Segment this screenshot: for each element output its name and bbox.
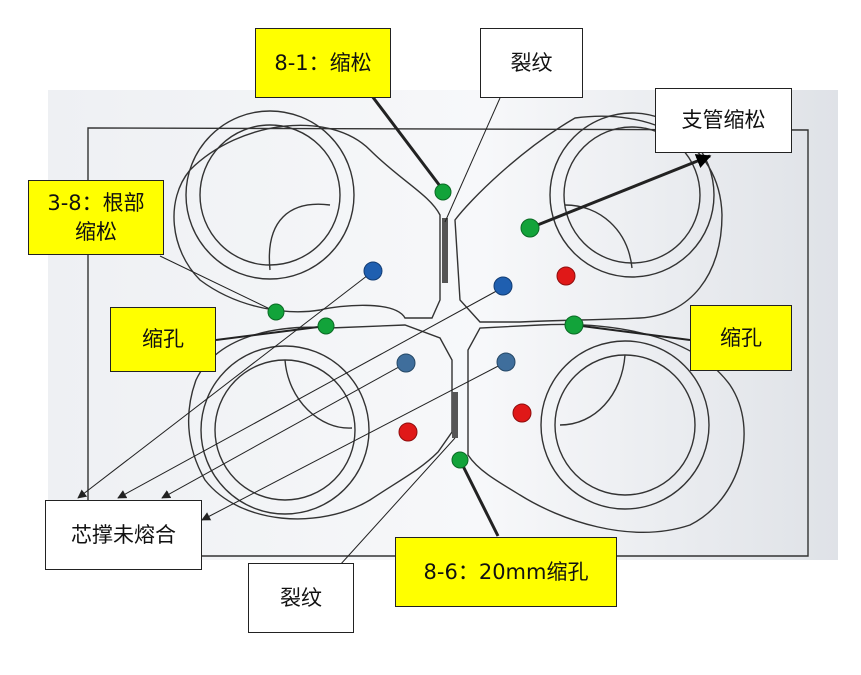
marker-red [556, 266, 576, 286]
leader-lines [77, 95, 712, 566]
leader-core-3 [161, 362, 407, 499]
leader-8-1 [370, 95, 445, 191]
label-crack-bottom-text: 裂纹 [280, 585, 322, 610]
leader-crack-top [444, 97, 501, 223]
label-8-1-text: 8-1：缩松 [274, 50, 372, 75]
marker-blue [493, 276, 513, 296]
marker-green [434, 183, 452, 201]
label-core-support-unfused: 芯撑未熔合 [45, 500, 202, 570]
leader-shrink-right [573, 324, 691, 341]
label-8-1-shrink: 8-1：缩松 [255, 28, 391, 98]
leader-core-2 [117, 287, 503, 499]
marker-green [564, 315, 584, 335]
marker-blue [496, 352, 516, 372]
marker-green [267, 303, 285, 321]
red-markers [398, 266, 576, 442]
leader-root-shrink [159, 255, 275, 312]
leader-core-4 [201, 361, 507, 521]
label-crack-top: 裂纹 [480, 28, 583, 98]
label-crack-bottom: 裂纹 [248, 563, 354, 633]
label-8-6-shrink-hole: 8-6：20mm缩孔 [395, 537, 617, 607]
label-8-6-text: 8-6：20mm缩孔 [423, 559, 589, 584]
marker-blue [363, 261, 383, 281]
label-branch-shrink-text: 支管缩松 [681, 108, 766, 133]
label-root-shrink: 3-8：根部 缩松 [28, 180, 164, 255]
marker-green [317, 317, 335, 335]
crack-mark-upper [442, 218, 448, 283]
leader-shrink-left [215, 325, 327, 341]
leader-8-6 [459, 461, 500, 537]
label-core-support-text: 芯撑未熔合 [71, 522, 176, 547]
label-shrink-hole-right-text: 缩孔 [720, 325, 762, 350]
marker-red [512, 403, 532, 423]
plate-outline [87, 127, 809, 557]
leader-branch-shrink [529, 154, 712, 230]
crack-mark-lower [452, 392, 458, 438]
marker-red [398, 422, 418, 442]
leader-core-1 [77, 271, 373, 499]
pipe-rings [185, 110, 715, 515]
label-shrink-hole-left-text: 缩孔 [142, 327, 184, 352]
marker-blue [396, 353, 416, 373]
leader-crack-bottom [339, 437, 456, 566]
marker-green [520, 218, 540, 238]
label-root-shrink-line1: 3-8：根部 [47, 191, 145, 216]
blue-markers [363, 261, 516, 373]
label-root-shrink-line2: 缩松 [75, 219, 117, 244]
label-branch-shrink: 支管缩松 [655, 88, 792, 153]
label-shrink-hole-right: 缩孔 [690, 305, 792, 371]
label-crack-top-text: 裂纹 [510, 50, 553, 75]
green-markers [267, 183, 584, 469]
marker-green [451, 451, 469, 469]
label-shrink-hole-left: 缩孔 [110, 307, 216, 372]
